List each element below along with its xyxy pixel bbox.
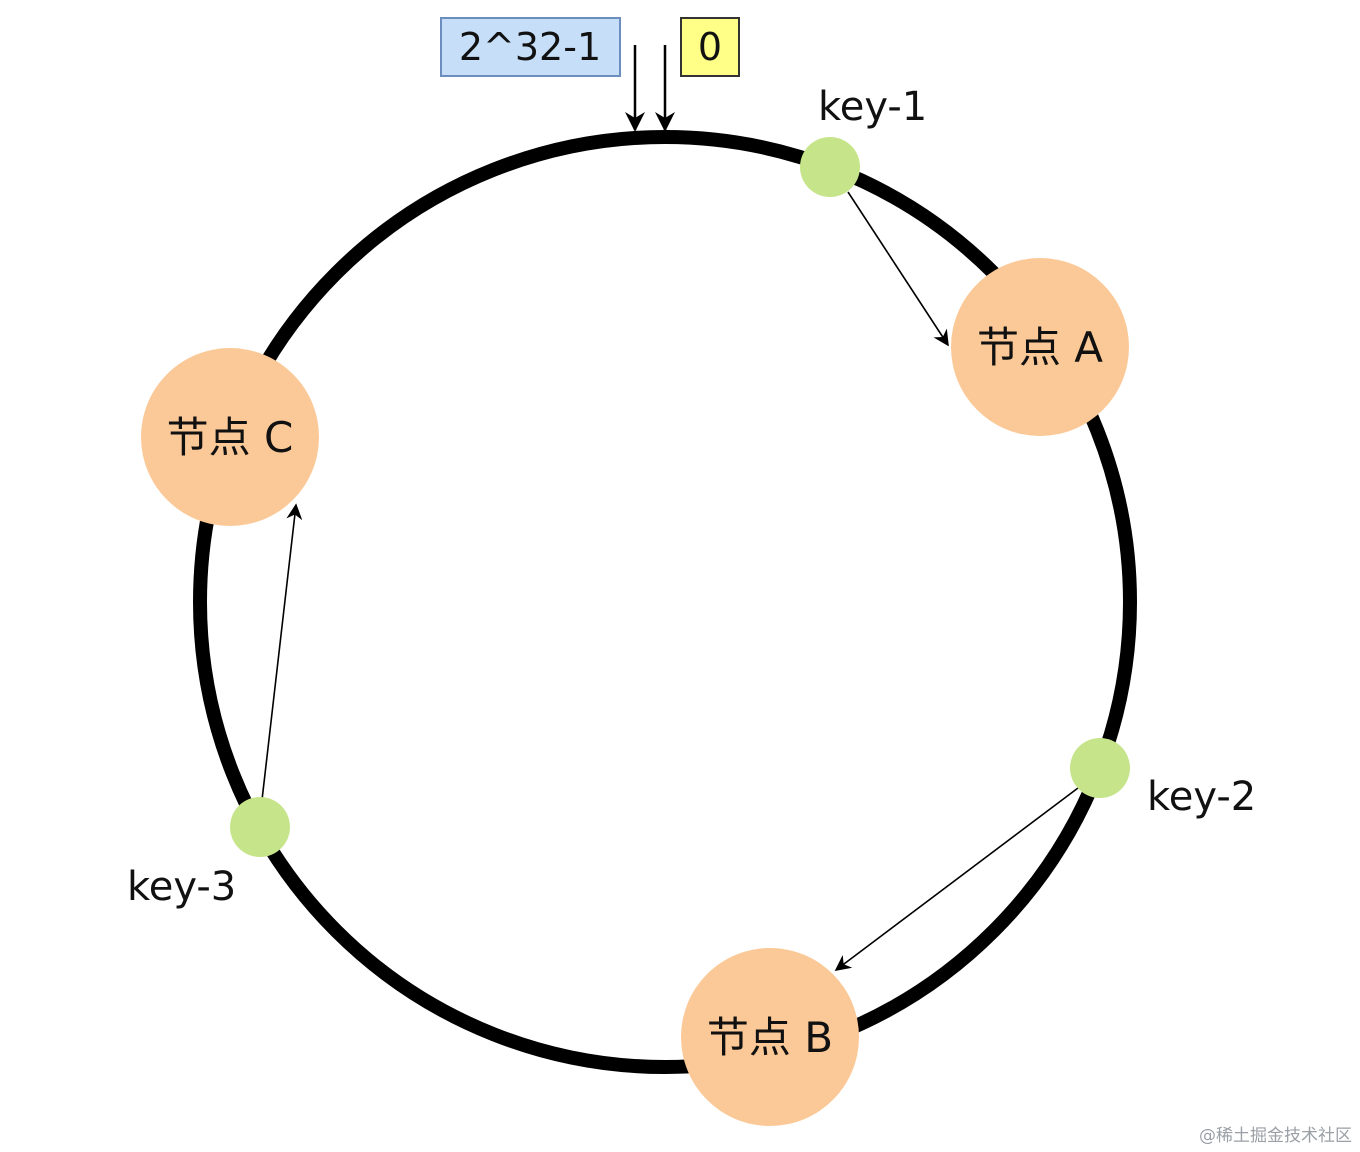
node-c: 节点 C — [141, 348, 319, 526]
key-2-to-node-b-arrow — [834, 787, 1079, 971]
key-1-point — [800, 137, 860, 197]
node-b-label: 节点 B — [707, 1013, 833, 1062]
key-1-label: key-1 — [818, 84, 927, 130]
max-value-text: 2^32-1 — [459, 25, 601, 69]
max-value-label: 2^32-1 — [440, 17, 621, 77]
key-1-to-node-a-arrow — [847, 191, 949, 347]
node-b: 节点 B — [681, 948, 859, 1126]
zero-value-text: 0 — [698, 25, 722, 69]
zero-value-label: 0 — [680, 17, 740, 77]
key-3-point — [230, 797, 290, 857]
key-2-point — [1070, 738, 1130, 798]
key-3-to-node-c-arrow — [261, 503, 303, 801]
node-c-label: 节点 C — [167, 413, 294, 462]
key-3-label: key-3 — [127, 864, 236, 910]
hash-ring — [193, 130, 1137, 1074]
watermark: @稀土掘金技术社区 — [1199, 1126, 1352, 1146]
node-a: 节点 A — [951, 258, 1129, 436]
node-a-label: 节点 A — [977, 323, 1103, 372]
key-2-label: key-2 — [1147, 774, 1256, 820]
